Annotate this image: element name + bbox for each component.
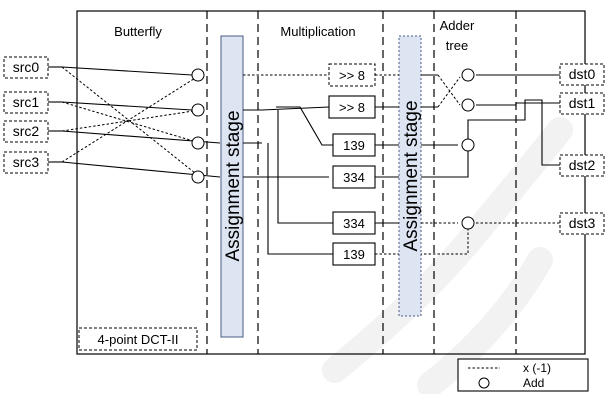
output-dst1-box (559, 92, 605, 115)
post-multiplier-wires (375, 74, 399, 255)
mult-box-3-label: 139 (343, 247, 365, 262)
input-src0-box (3, 56, 49, 79)
adder-icon (461, 216, 475, 230)
adder-tree-title-line1: Adder (440, 18, 475, 33)
assignment-stage-2 (398, 35, 422, 317)
adder-icon (461, 138, 475, 152)
adder-icon (191, 103, 205, 117)
output-dst2-box (559, 154, 605, 177)
output-dst1: dst1 (569, 95, 596, 111)
shift-box-1-label: >> 8 (339, 100, 365, 115)
adder-icon (191, 170, 205, 184)
dct-block-frame (76, 10, 586, 355)
section-dividers (206, 11, 517, 354)
adders (191, 68, 475, 230)
butterfly-wires (61, 66, 221, 178)
mult-box-2-label: 334 (343, 216, 365, 231)
output-dst3: dst3 (569, 215, 596, 231)
adder-icon (191, 68, 205, 82)
assignment-stage-1 (220, 35, 244, 338)
watermark (322, 117, 573, 394)
input-src2: src2 (13, 123, 40, 139)
mult-box-1-label: 334 (343, 170, 365, 185)
assignment-stage-1-label: Assignment stage (223, 110, 244, 261)
input-src0: src0 (13, 59, 40, 75)
assignment-stage-2-label: Assignment stage (401, 100, 422, 251)
legend-negate-label: x (-1) (523, 361, 551, 375)
input-src3-box (3, 151, 49, 174)
adder-icon (461, 68, 475, 82)
mult-box-0-label: 139 (343, 138, 365, 153)
output-dst0-box (559, 63, 605, 86)
multiplication-wires (243, 74, 333, 255)
legend: x (-1) Add (457, 358, 589, 392)
input-src1-box (3, 91, 49, 114)
adder-icon (191, 136, 205, 150)
output-dst0: dst0 (569, 66, 596, 82)
legend-add-label: Add (523, 376, 544, 390)
input-src2-box (3, 120, 49, 143)
block-label: 4-point DCT-II (98, 332, 179, 347)
input-src1: src1 (13, 94, 40, 110)
shift-box-0-label: >> 8 (339, 68, 365, 83)
output-dst3-box (559, 212, 605, 235)
butterfly-title: Butterfly (114, 24, 162, 39)
adder-icon (461, 98, 475, 112)
legend-add-icon (478, 377, 490, 389)
legend-box (457, 358, 589, 392)
block-label-box (78, 327, 198, 351)
input-src3: src3 (13, 154, 40, 170)
adder-tree-wires (421, 74, 560, 255)
adder-tree-title-line2: tree (446, 38, 468, 53)
multiplication-title: Multiplication (280, 24, 355, 39)
output-dst2: dst2 (569, 157, 596, 173)
